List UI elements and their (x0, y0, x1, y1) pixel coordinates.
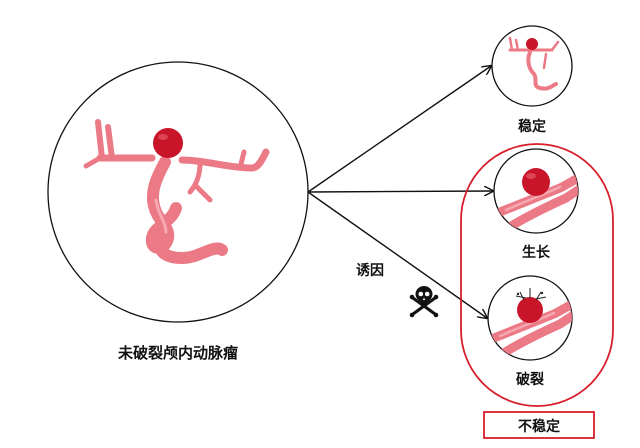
skull-crossbones-icon (409, 286, 439, 318)
stable-label: 稳定 (518, 118, 546, 135)
main-aneurysm-node (47, 61, 309, 323)
trigger-label: 诱因 (356, 262, 384, 279)
arrow-to-rupture (307, 191, 487, 318)
main-vessel-illustration (83, 119, 270, 264)
rupture-node (487, 275, 573, 361)
growth-node (493, 148, 579, 234)
arrow-to-stable (307, 66, 491, 193)
main-label: 未破裂颅内动脉瘤 (117, 344, 238, 362)
main-circle (47, 61, 309, 323)
rupture-aneurysm-sac (517, 297, 543, 323)
unstable-label: 不稳定 (518, 418, 560, 435)
growth-aneurysm-sac (522, 168, 550, 196)
rupture-vessel-illustration (489, 288, 572, 359)
growth-vessel-illustration (495, 168, 578, 233)
growth-label: 生长 (522, 244, 551, 261)
rupture-label: 破裂 (516, 371, 544, 388)
main-aneurysm-sac (153, 128, 183, 158)
unstable-box: 不稳定 (483, 411, 595, 439)
stable-node (491, 25, 573, 107)
unstable-group-border (460, 143, 614, 407)
arrow-to-growth (307, 191, 493, 192)
rupture-burst-icon (515, 288, 547, 301)
stable-aneurysm-sac (526, 38, 538, 50)
stable-vessel-illustration (508, 36, 560, 91)
